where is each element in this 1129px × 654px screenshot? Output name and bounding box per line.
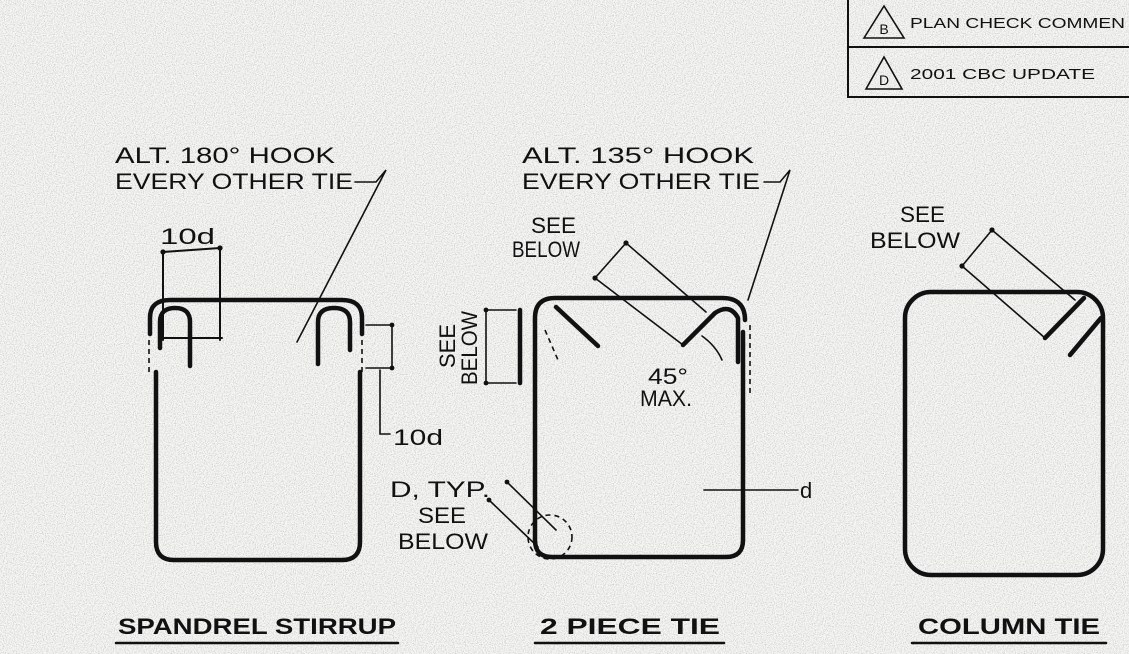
tie-hook [1042,295,1104,358]
dimension-dot [959,263,965,269]
side-dimension: SEE BELOW [435,307,517,386]
side-note-line-1: SEE [435,324,460,368]
angle-arc [701,335,723,361]
column-tie-detail: SEE BELOW COLUMN TIE [870,202,1108,645]
dimension-dot [389,365,395,371]
bar-size-note: d [703,478,812,503]
dimension-lines [365,324,393,435]
extension-dimension: SEE BELOW [512,213,707,346]
extension-dimension: SEE BELOW [870,202,1076,339]
bend-note-line-1: D, TYP. [390,477,490,502]
bend-diameter-note: D, TYP. SEE BELOW [390,477,573,560]
stirrup-left-hook [157,305,193,369]
hook-note-line-1: ALT. 180° HOOK [115,143,335,168]
side-note-line-2: BELOW [457,311,482,385]
hook-note-line-2: EVERY OTHER TIE [522,169,760,194]
dimension-lines [485,309,517,384]
angle-note-line-1: 45° [648,364,688,389]
bar-size-label: d [800,478,812,503]
revision-mark: D [879,72,889,88]
dimension-lines [159,247,223,341]
revision-triangle-icon [862,4,906,39]
spandrel-stirrup-detail: ALT. 180° HOOK EVERY OTHER TIE 10d 10d S… [114,143,443,645]
extension-note-line-1: SEE [531,213,576,238]
dimension-dot [592,275,598,281]
stirrup-right-hook [315,305,353,367]
revision-mark: B [879,21,888,37]
angle-note: 45° MAX. [640,335,723,411]
extension-note-line-2: BELOW [870,228,960,253]
dimension-dot [389,322,395,328]
revision-row: D 2001 CBC UPDATE [864,55,1095,90]
bend-note-line-2: SEE [418,503,466,528]
side-dimension: 10d [365,322,443,450]
two-piece-tie-detail: ALT. 135° HOOK EVERY OTHER TIE SEE BELOW… [390,143,812,645]
top-dimension: 10d [159,224,223,341]
dimension-dot [483,307,489,313]
dimension-dot [160,249,166,255]
stirrup-body [153,369,363,563]
bend-note-line-3: BELOW [398,529,488,554]
dimension-dot [483,380,489,386]
dimension-dot [989,227,995,233]
revision-block: B PLAN CHECK COMMEN D 2001 CBC UPDATE [847,0,1129,98]
dimension-label: 10d [393,425,443,450]
dimension-dot [217,245,223,251]
angle-note-line-2: MAX. [640,386,692,411]
dimension-lines [961,229,1076,339]
dimension-dot [486,497,492,503]
alternate-hook-dashed [544,325,751,396]
hook-note-line-1: ALT. 135° HOOK [522,143,754,168]
revision-description: 2001 CBC UPDATE [910,66,1095,83]
extension-note-line-2: BELOW [512,237,580,262]
hook-note-leader [747,169,791,301]
revision-block-border [847,0,1129,98]
bend-leader-lines [488,481,557,548]
detail-title: SPANDREL STIRRUP [118,614,396,639]
revision-description: PLAN CHECK COMMEN [910,15,1125,32]
tie-body [902,289,1106,578]
hook-note-line-2: EVERY OTHER TIE [115,169,353,194]
dimension-dot [623,240,629,246]
tie-left-hook [553,304,601,349]
hook-note-leader [296,169,387,343]
tie-body [532,295,748,560]
bend-diameter-circle [527,514,573,560]
detail-title: COLUMN TIE [918,614,1100,639]
tie-right-hook [680,306,741,365]
stirrup-top-bar [147,297,365,337]
extension-note-line-1: SEE [900,202,945,227]
detail-title: 2 PIECE TIE [540,614,720,639]
revision-row: B PLAN CHECK COMMEN [862,4,1125,39]
dimension-dot [504,479,510,485]
dimension-lines [594,242,707,346]
revision-triangle-icon [864,55,904,90]
dimension-label: 10d [160,224,215,249]
